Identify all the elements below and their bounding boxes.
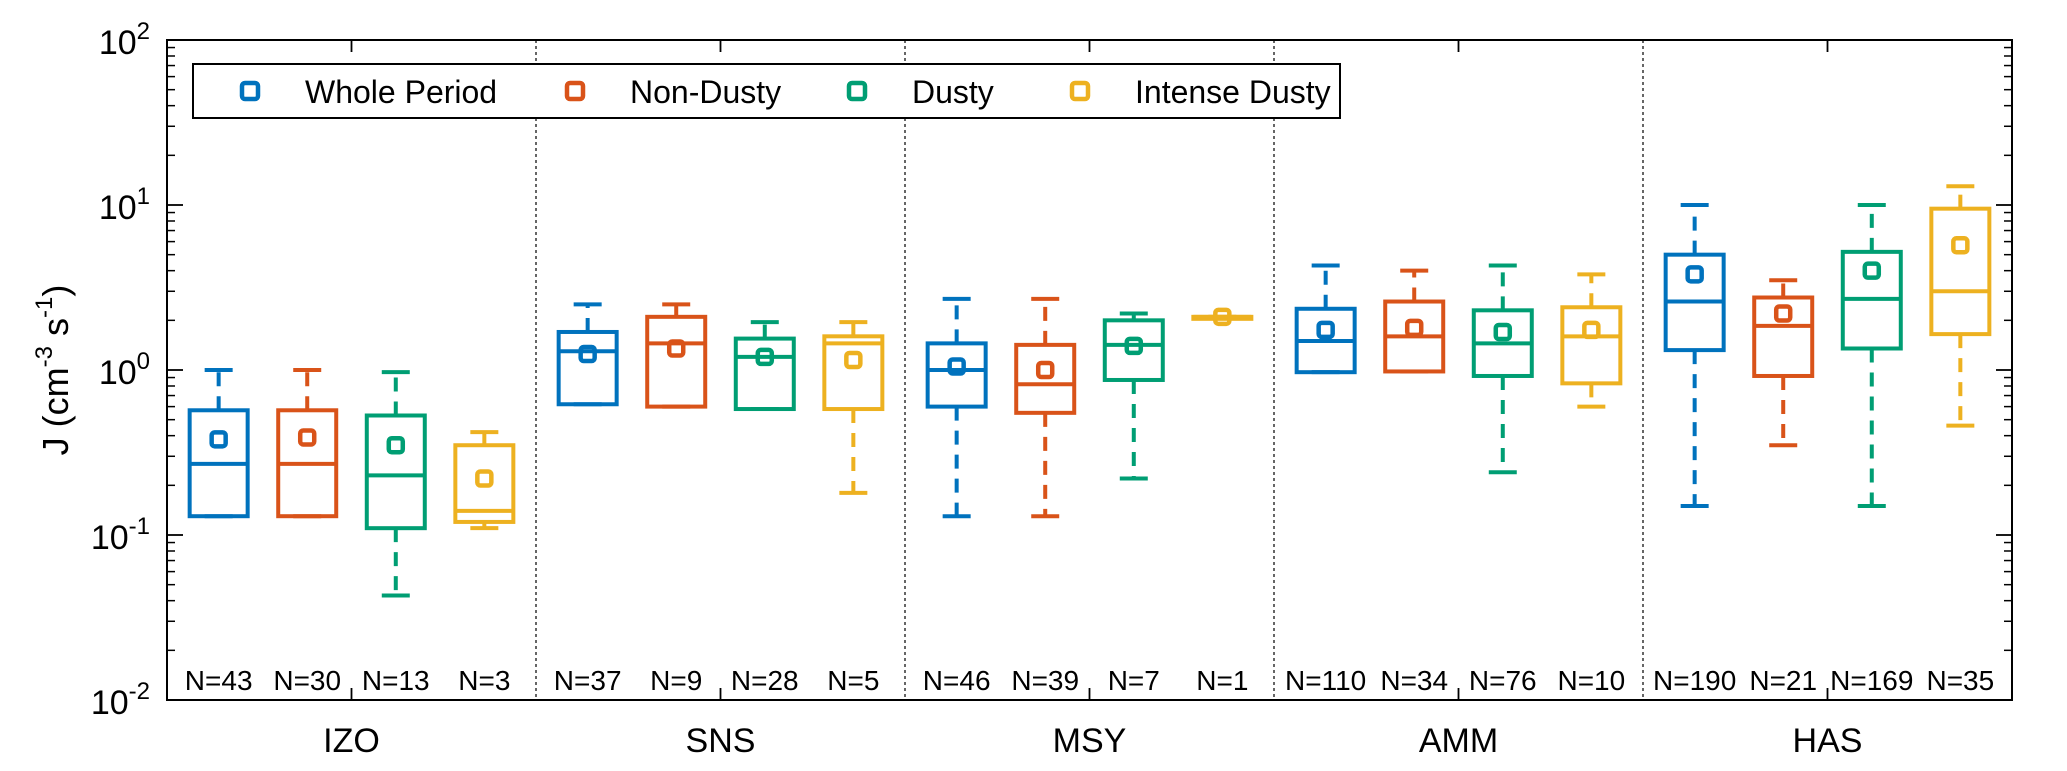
mean-marker bbox=[578, 344, 597, 364]
box-msy-0 bbox=[925, 296, 988, 519]
iqr-box bbox=[1752, 295, 1815, 378]
iqr-box bbox=[822, 334, 885, 412]
mean-marker bbox=[1493, 322, 1513, 342]
mean-marker bbox=[1124, 336, 1144, 356]
box-sns-3 bbox=[822, 320, 885, 495]
iqr-box bbox=[1102, 318, 1165, 382]
mean-marker bbox=[297, 428, 317, 447]
x-tick-label: MSY bbox=[1053, 722, 1127, 760]
legend-item: Whole Period bbox=[239, 74, 497, 110]
y-tick-label: 10-2 bbox=[91, 678, 150, 722]
box-sns-0 bbox=[556, 302, 619, 407]
n-label: N=35 bbox=[1926, 665, 1994, 696]
n-label: N=13 bbox=[362, 665, 430, 696]
n-label: N=110 bbox=[1285, 665, 1366, 696]
legend-box bbox=[192, 63, 1341, 119]
n-label: N=190 bbox=[1653, 665, 1736, 696]
n-label: N=34 bbox=[1380, 665, 1448, 696]
box-amm-2 bbox=[1471, 263, 1534, 475]
mean-marker bbox=[844, 350, 863, 370]
legend-marker bbox=[564, 80, 586, 102]
n-label: N=9 bbox=[650, 665, 702, 696]
n-label: N=39 bbox=[1011, 665, 1079, 696]
legend-label: Whole Period bbox=[305, 74, 497, 110]
mean-marker bbox=[1582, 320, 1601, 340]
box-amm-0 bbox=[1294, 263, 1357, 375]
box-has-2 bbox=[1840, 203, 1903, 508]
n-label: N=43 bbox=[185, 665, 253, 696]
iqr-box bbox=[1560, 305, 1623, 386]
iqr-box bbox=[364, 413, 427, 531]
legend: Whole Period Non-Dusty Dusty Intense Dusty bbox=[192, 63, 1341, 119]
box-izo-0 bbox=[187, 368, 250, 519]
mean-marker bbox=[755, 347, 775, 367]
box-sns-1 bbox=[645, 302, 708, 409]
iqr-box bbox=[556, 329, 619, 407]
mean-marker bbox=[1404, 318, 1424, 338]
y-tick-label: 102 bbox=[99, 18, 150, 62]
legend-item: Dusty bbox=[846, 74, 994, 110]
iqr-box bbox=[733, 336, 796, 412]
box-izo-2 bbox=[364, 370, 427, 598]
legend-marker bbox=[1069, 80, 1091, 102]
n-label: N=30 bbox=[273, 665, 341, 696]
mean-marker bbox=[209, 430, 228, 449]
box-sns-2 bbox=[733, 320, 796, 412]
legend-label: Dusty bbox=[912, 74, 994, 110]
mean-marker bbox=[1316, 320, 1335, 340]
iqr-box bbox=[1929, 206, 1992, 337]
box-msy-1 bbox=[1014, 296, 1077, 519]
mean-marker bbox=[1773, 304, 1793, 323]
box-msy-3 bbox=[1191, 307, 1254, 327]
mean-marker bbox=[947, 357, 966, 376]
box-has-3 bbox=[1929, 184, 1992, 428]
mean-marker bbox=[1951, 236, 1970, 255]
iqr-box bbox=[453, 443, 516, 524]
n-label: N=1 bbox=[1196, 665, 1248, 696]
n-label: N=10 bbox=[1557, 665, 1625, 696]
iqr-box bbox=[645, 314, 708, 409]
legend-item: Non-Dusty bbox=[564, 74, 781, 110]
legend-item: Intense Dusty bbox=[1069, 74, 1331, 110]
x-tick-label: HAS bbox=[1793, 722, 1863, 760]
y-axis-label: J (cm-3 s-1) bbox=[31, 285, 76, 456]
n-label: N=7 bbox=[1108, 665, 1160, 696]
box-izo-3 bbox=[453, 430, 516, 531]
mean-marker bbox=[666, 339, 686, 358]
n-label: N=46 bbox=[923, 665, 991, 696]
n-label: N=5 bbox=[827, 665, 879, 696]
mean-marker bbox=[1685, 265, 1704, 284]
box-amm-1 bbox=[1383, 268, 1446, 374]
mean-marker bbox=[1213, 307, 1232, 327]
iqr-box bbox=[925, 341, 988, 409]
n-label: N=28 bbox=[731, 665, 799, 696]
iqr-box bbox=[1014, 342, 1077, 415]
box-has-0 bbox=[1663, 203, 1726, 508]
y-tick-label: 101 bbox=[99, 183, 150, 227]
y-tick-label: 100 bbox=[99, 348, 150, 392]
legend-label: Intense Dusty bbox=[1135, 74, 1331, 110]
x-tick-label: AMM bbox=[1419, 722, 1498, 760]
box-amm-3 bbox=[1560, 272, 1623, 409]
n-label: N=37 bbox=[554, 665, 622, 696]
n-label: N=21 bbox=[1749, 665, 1817, 696]
box-msy-2 bbox=[1102, 311, 1165, 481]
n-label: N=169 bbox=[1830, 665, 1913, 696]
box-izo-1 bbox=[276, 368, 339, 519]
legend-marker bbox=[239, 80, 261, 102]
n-label: N=76 bbox=[1469, 665, 1537, 696]
mean-marker bbox=[1035, 360, 1055, 380]
x-tick-label: IZO bbox=[323, 722, 380, 760]
mean-marker bbox=[1862, 261, 1882, 280]
axes-frame bbox=[166, 39, 2013, 701]
legend-marker bbox=[846, 80, 868, 102]
box-has-1 bbox=[1752, 278, 1815, 448]
n-label: N=3 bbox=[458, 665, 510, 696]
y-tick-label: 10-1 bbox=[91, 513, 150, 557]
mean-marker bbox=[386, 435, 406, 455]
x-tick-label: SNS bbox=[686, 722, 756, 760]
mean-marker bbox=[475, 469, 494, 488]
legend-label: Non-Dusty bbox=[630, 74, 781, 110]
